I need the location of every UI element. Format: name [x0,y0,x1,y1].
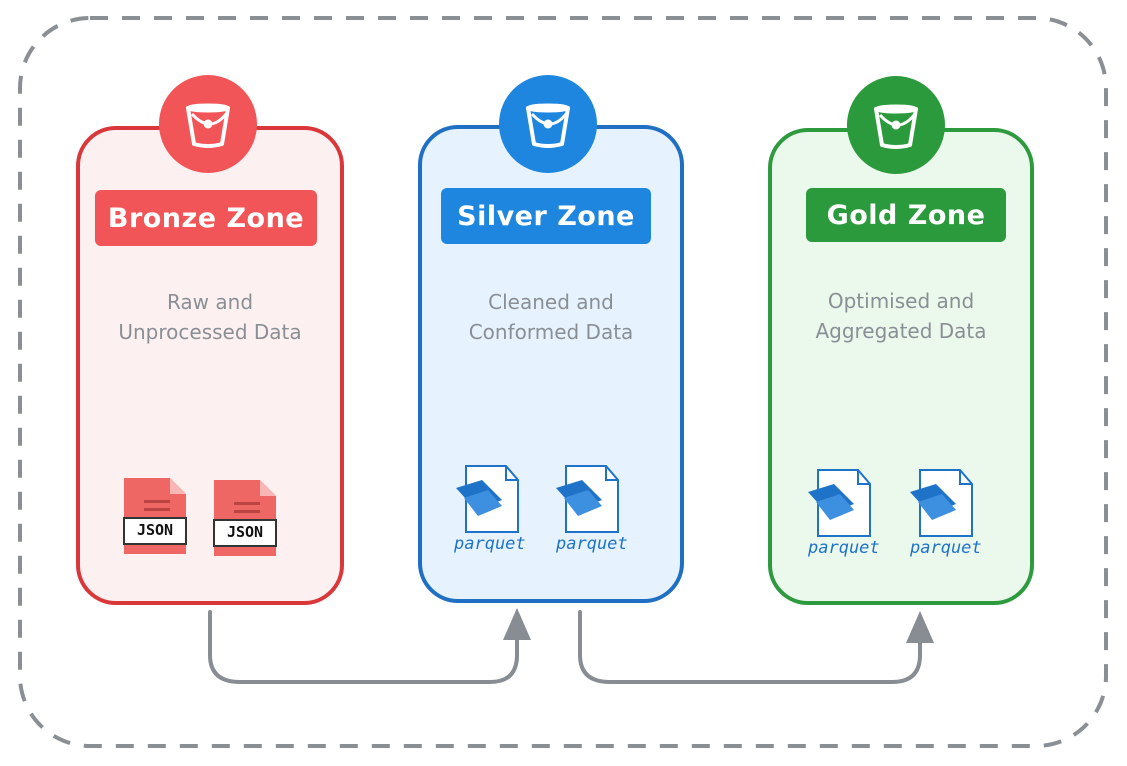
silver-bucket-icon [499,75,597,173]
gold-zone-description-line1: Optimised and [827,289,975,313]
parquet-file-label: parquet [808,538,880,558]
parquet-file-icon [808,469,871,537]
arrow-silver-to-gold [578,610,922,684]
bronze-bucket-icon [159,75,257,173]
json-file-icon [213,480,277,556]
parquet-file-icon [456,465,519,533]
parquet-file-label: parquet [910,538,982,558]
silver-zone-description-line1: Cleaned and [488,290,614,314]
parquet-file-label: parquet [556,534,628,554]
bronze-zone-description-line1: Raw and [166,290,254,314]
parquet-file-label: parquet [454,534,526,554]
json-file-label: JSON [136,521,174,539]
gold-zone-title: Gold Zone [806,188,1006,242]
silver-zone-description-line2: Conformed Data [468,320,634,344]
json-file-icon [123,478,187,554]
arrow-bronze-to-silver-head [503,608,531,640]
bronze-zone-description-line2: Unprocessed Data [118,320,302,344]
arrow-silver-to-gold-head [906,611,934,643]
gold-zone-description-line2: Aggregated Data [815,319,987,343]
gold-bucket-icon [847,76,945,174]
parquet-file-icon [910,469,973,537]
arrow-bronze-to-silver [208,610,519,684]
silver-zone-description: Cleaned and Conformed Data [421,287,681,347]
json-file-label: JSON [226,523,264,541]
gold-zone-description: Optimised and Aggregated Data [771,286,1031,346]
parquet-file-icon [556,465,619,533]
outer-dashed-frame [18,16,1108,748]
bronze-zone-title: Bronze Zone [95,190,317,246]
bronze-zone-description: Raw and Unprocessed Data [80,287,340,347]
silver-zone-title: Silver Zone [441,188,651,244]
